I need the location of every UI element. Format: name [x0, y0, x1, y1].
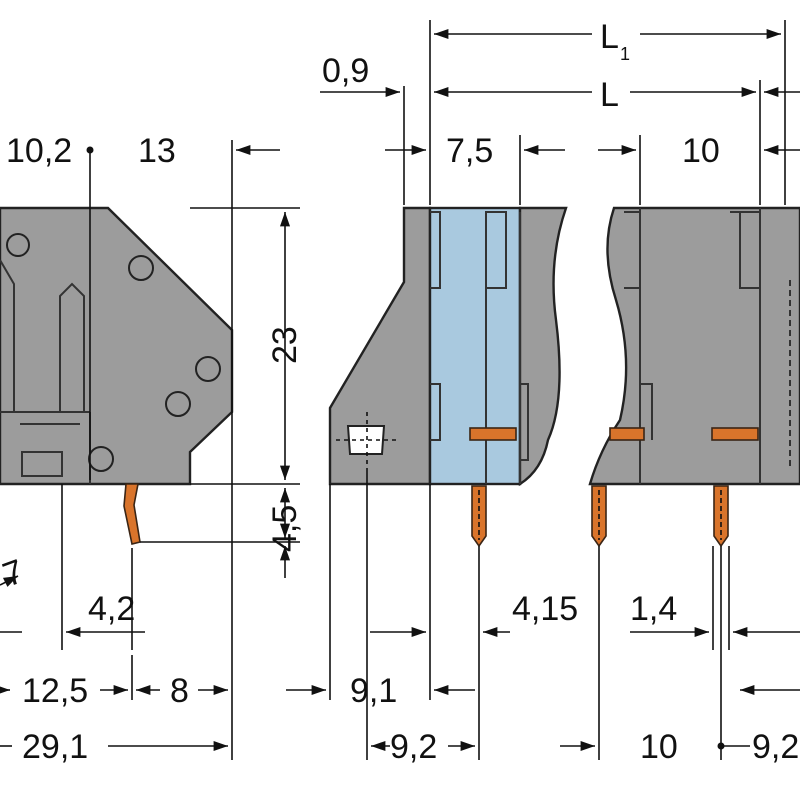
dim-9-2-right: 9,2: [752, 728, 799, 766]
dim-23: 23: [266, 326, 304, 364]
left-side-view: 10,2 13 23 4,5 4,2 12,5 8 29,1 7: [0, 132, 304, 766]
dim-4-2: 4,2: [88, 590, 135, 628]
dim-10-bottom: 10: [640, 728, 678, 766]
dim-8: 8: [170, 672, 189, 710]
dim-L: L: [600, 76, 619, 114]
dim-13: 13: [138, 132, 176, 170]
right-front-view: L 1 L 0,9 7,5 10 4,15 1,4 9,1 9,2 10 9,2: [286, 18, 800, 766]
left-pin: [123, 483, 141, 545]
dim-L1: L: [600, 18, 619, 56]
dim-12-5: 12,5: [22, 672, 88, 710]
dim-9-1: 9,1: [350, 672, 397, 710]
right-housing-cut-left: [518, 206, 568, 487]
contact-bar-2: [609, 427, 645, 441]
dim-4-15: 4,15: [512, 590, 578, 628]
dim-4-5: 4,5: [266, 505, 304, 552]
dim-29-1: 29,1: [22, 728, 88, 766]
right-dimension-lines: [286, 20, 800, 760]
right-housing-right: [588, 206, 800, 486]
contact-bar-1: [469, 427, 517, 441]
contact-bar-3: [711, 427, 759, 441]
dim-L1-subscript: 1: [620, 44, 630, 64]
dim-partial-7: 7: [0, 552, 29, 594]
dim-7-5: 7,5: [446, 132, 493, 170]
dim-10-top: 10: [682, 132, 720, 170]
left-dimension-lines: [0, 140, 300, 760]
left-housing: [0, 206, 234, 486]
dim-10-2: 10,2: [6, 132, 72, 170]
dim-1-4: 1,4: [630, 590, 677, 628]
left-housing-holes: [6, 233, 221, 472]
dim-9-2-left: 9,2: [390, 728, 437, 766]
right-dimension-labels: L 1 L 0,9 7,5 10 4,15 1,4 9,1 9,2 10 9,2: [322, 18, 799, 766]
left-dimension-labels: 10,2 13 23 4,5 4,2 12,5 8 29,1 7: [0, 132, 304, 766]
right-pins: [471, 485, 729, 548]
dim-0-9: 0,9: [322, 52, 369, 90]
right-marker-square: [346, 425, 386, 455]
